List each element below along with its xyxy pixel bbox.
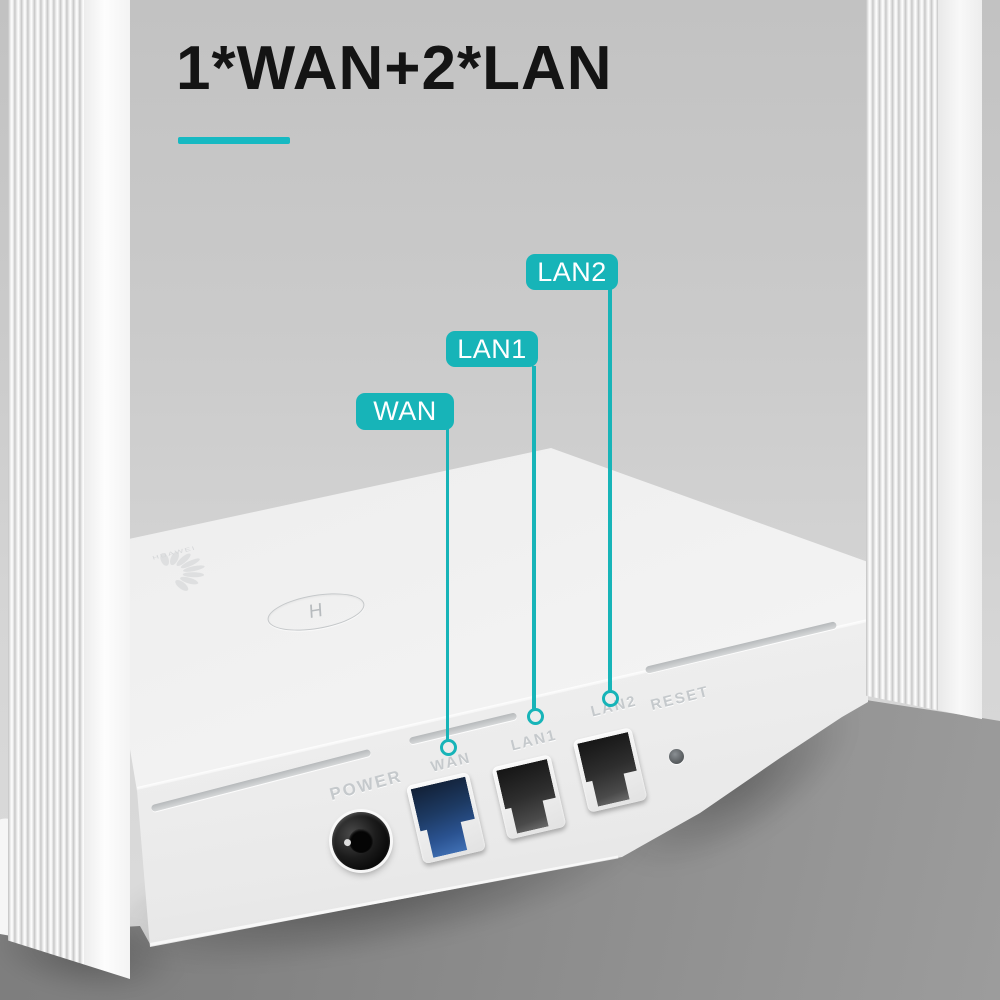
lan1-callout-chip: LAN1 bbox=[446, 331, 538, 367]
lan1-callout-dot bbox=[527, 708, 544, 725]
left-antenna-face bbox=[83, 0, 130, 980]
wan-callout-line bbox=[445, 429, 449, 740]
lan2-callout-chip: LAN2 bbox=[526, 254, 618, 290]
page-title: 1*WAN+2*LAN bbox=[176, 34, 613, 103]
title-underline bbox=[178, 137, 290, 144]
wan-callout-chip: WAN bbox=[356, 393, 454, 430]
lan2-callout-dot bbox=[602, 690, 619, 707]
right-antenna-face bbox=[937, 0, 982, 720]
wan-callout-dot bbox=[440, 739, 457, 756]
right-antenna bbox=[866, 0, 982, 720]
lan1-port-opening bbox=[496, 759, 562, 835]
wan-port-opening bbox=[411, 777, 482, 860]
reset-pinhole bbox=[669, 749, 684, 764]
h-button-glyph: H bbox=[308, 599, 324, 624]
left-antenna-ribs bbox=[8, 0, 84, 980]
lan1-callout-line bbox=[532, 366, 536, 709]
right-antenna-ribs bbox=[866, 0, 938, 720]
left-antenna bbox=[8, 0, 130, 980]
lan2-port-opening bbox=[577, 732, 643, 808]
lan2-callout-line bbox=[608, 289, 612, 691]
